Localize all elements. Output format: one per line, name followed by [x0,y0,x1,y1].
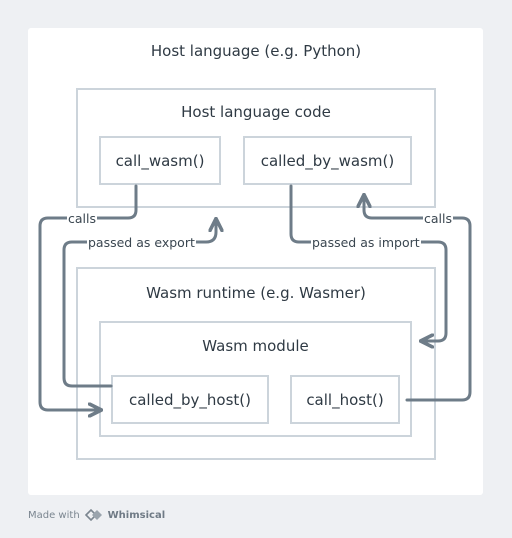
wasm-module-title: Wasm module [202,337,309,355]
edge-call-host-to-called-by-wasm [364,196,472,402]
wasm-runtime-title: Wasm runtime (e.g. Wasmer) [146,284,366,302]
called-by-host-node[interactable]: called_by_host() [111,375,269,424]
edge-called-by-host-export [62,220,216,388]
whimsical-brand-text: Whimsical [107,509,166,521]
called-by-wasm-node[interactable]: called_by_wasm() [243,136,412,185]
label-calls-left: calls [67,211,97,226]
edge-called-by-wasm-import [289,184,448,341]
whimsical-logo-icon [84,509,102,521]
edge-call-wasm-to-called-by-host [38,184,138,410]
call-host-node[interactable]: call_host() [290,375,400,424]
host-language-title: Host language (e.g. Python) [150,42,362,60]
host-code-title: Host language code [181,103,331,121]
label-calls-right: calls [423,211,453,226]
label-passed-as-import: passed as import [311,235,421,250]
call-wasm-node[interactable]: call_wasm() [99,136,221,185]
made-with-text: Made with [28,509,80,521]
label-passed-as-export: passed as export [87,235,196,250]
made-with-whimsical[interactable]: Made with Whimsical [28,509,165,521]
